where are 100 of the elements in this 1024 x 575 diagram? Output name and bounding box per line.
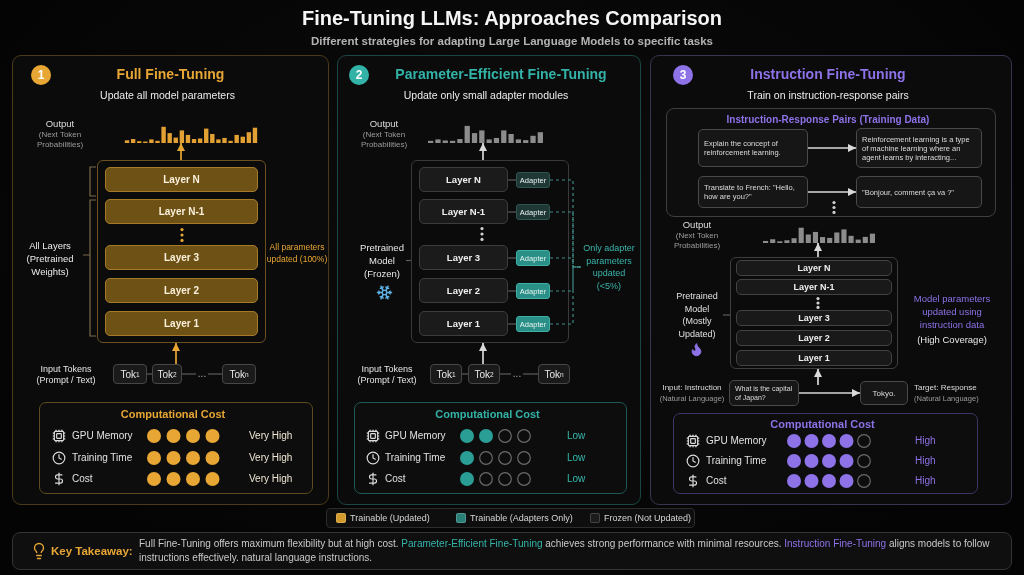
takeaway-text: Full Fine-Tuning offers maximum flexibility but at high cost. Parameter-Efficient Fine-Tuning achieves strong performance with minimal resources. Instruction Fine-Tuning aligns models to follow instructions effectively. natural language instructions. — [139, 537, 991, 565]
number-badge: 3 — [673, 65, 693, 85]
metric-label: Cost — [72, 473, 93, 485]
annotation-text: Pretrained Model (Mostly Updated) — [671, 290, 723, 340]
metric-label: Cost — [706, 475, 727, 487]
level-value: Very High — [249, 473, 293, 485]
connector-line — [461, 373, 469, 375]
layer-box: Layer 3 — [736, 310, 892, 326]
ellipsis-text: ... — [511, 368, 523, 380]
panel-subtitle: Update only small adapter modules — [403, 89, 569, 102]
cost-heading: Computational Cost — [770, 418, 875, 431]
metric-label: GPU Memory — [72, 430, 133, 442]
annotation-text: Output — [369, 118, 399, 130]
layer-box: Layer N — [736, 260, 892, 276]
layer-box: Layer 2 — [419, 278, 508, 303]
cost-heading: Computational Cost — [120, 408, 226, 421]
annotation-text: Input: Instruction — [662, 383, 722, 393]
number-badge: 2 — [349, 65, 369, 85]
layer-box: Layer 1 — [736, 350, 892, 366]
level-value: High — [915, 435, 936, 447]
annotation-text: (High Coverage) — [917, 333, 987, 346]
arrow — [479, 342, 487, 365]
approach-panel — [337, 55, 641, 505]
layer-box: Layer N — [419, 167, 508, 192]
annotation-text: (Next Token Probabilities) — [672, 231, 722, 251]
arrow — [814, 242, 822, 258]
connector-line — [405, 259, 412, 262]
level-value: Very High — [249, 430, 293, 442]
layer-box: Layer N-1 — [736, 279, 892, 295]
model-frame — [97, 160, 266, 343]
annotation-text: Input Tokens (Prompt / Text) — [35, 364, 97, 386]
level-value: Low — [567, 452, 586, 464]
arrow — [798, 389, 861, 397]
panel-title: Full Fine-Tuning — [116, 65, 225, 83]
bar-chart — [762, 226, 876, 243]
connector-line — [507, 211, 517, 213]
annotation-text: Output — [682, 219, 712, 231]
approach-panel — [650, 55, 1012, 505]
annotation-text: Model parameters updated using instruction data — [912, 292, 992, 331]
annotation-text: Only adapter parameters updated (<5%) — [581, 242, 637, 292]
level-value: Very High — [249, 452, 293, 464]
layer-box: Layer N — [105, 167, 258, 192]
annotation-text: All parameters updated (100%) — [266, 241, 328, 265]
level-value: Low — [567, 473, 586, 485]
approach-panel — [12, 55, 329, 505]
arrow — [814, 368, 822, 386]
cost-panel — [673, 413, 978, 494]
arrow — [177, 142, 185, 161]
annotation-text: (Next Token Probabilities) — [35, 130, 85, 150]
ellipsis-text: ... — [196, 368, 208, 380]
connector-line — [507, 323, 517, 325]
diagram-title: Fine-Tuning LLMs: Approaches Comparison — [302, 6, 722, 30]
layer-box: Layer N-1 — [105, 199, 258, 224]
level-value: High — [915, 475, 936, 487]
bar-chart — [427, 125, 544, 143]
metric-label: Training Time — [72, 452, 133, 464]
metric-label: Training Time — [706, 455, 767, 467]
panel-title: Parameter-Efficient Fine-Tuning — [395, 65, 607, 83]
connector-line — [499, 373, 512, 375]
connector-line — [207, 373, 223, 375]
arrow — [479, 142, 487, 161]
metric-label: GPU Memory — [385, 430, 446, 442]
connector-line — [522, 373, 539, 375]
layer-box: Layer 1 — [105, 311, 258, 336]
annotation-text: Output — [45, 118, 75, 130]
takeaway-panel — [12, 532, 1012, 570]
level-value: Low — [567, 430, 586, 442]
layer-box: Layer 3 — [419, 245, 508, 270]
panel-subtitle: Update all model parameters — [100, 89, 235, 102]
metric-label: Cost — [385, 473, 406, 485]
level-value: High — [915, 455, 936, 467]
diagram-subtitle: Different strategies for adapting Large Language Models to specific tasks — [311, 34, 713, 48]
text-card: Tokyo. — [860, 381, 908, 405]
section-heading: Instruction-Response Pairs (Training Data) — [726, 114, 930, 126]
connector-line — [722, 314, 731, 316]
takeaway-label: Key Takeaway: — [51, 544, 133, 558]
connector-line — [507, 290, 517, 292]
model-frame — [730, 257, 898, 369]
legend-label: Frozen (Not Updated) — [604, 512, 692, 524]
dashed-connector — [549, 266, 582, 325]
annotation-text: (Next Token Probabilities) — [359, 130, 409, 150]
connector-line — [181, 373, 197, 375]
bar-chart — [124, 125, 258, 143]
dashed-connector — [549, 266, 582, 292]
connector-line — [507, 179, 517, 181]
connector-line — [507, 257, 517, 259]
layer-box: Layer N-1 — [419, 199, 508, 224]
layer-box: Layer 2 — [736, 330, 892, 346]
cost-panel — [354, 402, 627, 494]
annotation-text: Pretrained Model (Frozen) — [358, 241, 406, 280]
annotation-text: Input Tokens (Prompt / Text) — [356, 364, 418, 386]
panel-subtitle: Train on instruction-response pairs — [747, 89, 909, 102]
annotation-text: All Layers (Pretrained Weights) — [25, 239, 75, 278]
training-data-panel — [666, 108, 996, 217]
annotation-text: Target: Response — [914, 383, 977, 393]
legend-label: Trainable (Adapters Only) — [470, 512, 573, 524]
metric-label: Training Time — [385, 452, 446, 464]
metric-label: GPU Memory — [706, 435, 767, 447]
legend-label: Trainable (Updated) — [350, 512, 430, 524]
connector-line — [146, 373, 153, 375]
